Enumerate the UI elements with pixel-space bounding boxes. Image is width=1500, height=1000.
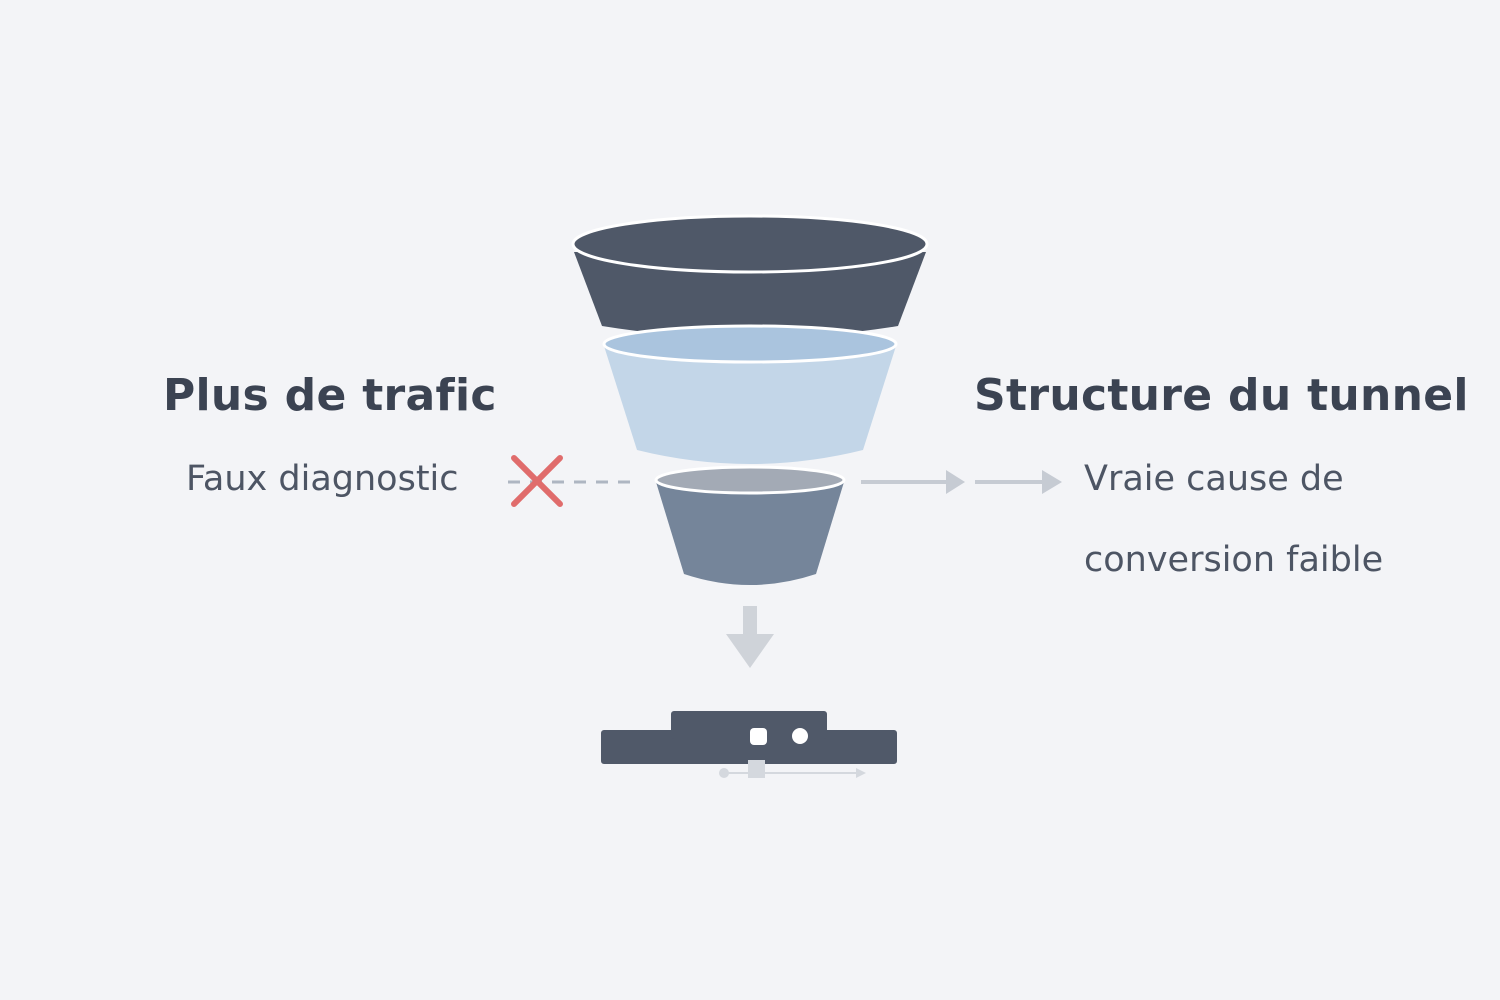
right-subtext-line1: Vraie cause de <box>1084 459 1344 499</box>
left-subtext: Faux diagnostic <box>186 459 459 499</box>
funnel-bottom-segment <box>654 465 846 585</box>
red-x-icon <box>511 455 563 507</box>
right-arrow-icon <box>861 470 965 494</box>
right-heading: Structure du tunnel <box>974 370 1469 421</box>
funnel-middle-segment <box>602 324 898 464</box>
platform-icon <box>601 711 897 778</box>
down-arrow-icon <box>726 606 774 668</box>
left-heading: Plus de trafic <box>163 370 497 421</box>
funnel-top-segment <box>571 214 929 338</box>
right-subtext-line2: conversion faible <box>1084 540 1384 580</box>
right-arrow-icon <box>975 470 1062 494</box>
